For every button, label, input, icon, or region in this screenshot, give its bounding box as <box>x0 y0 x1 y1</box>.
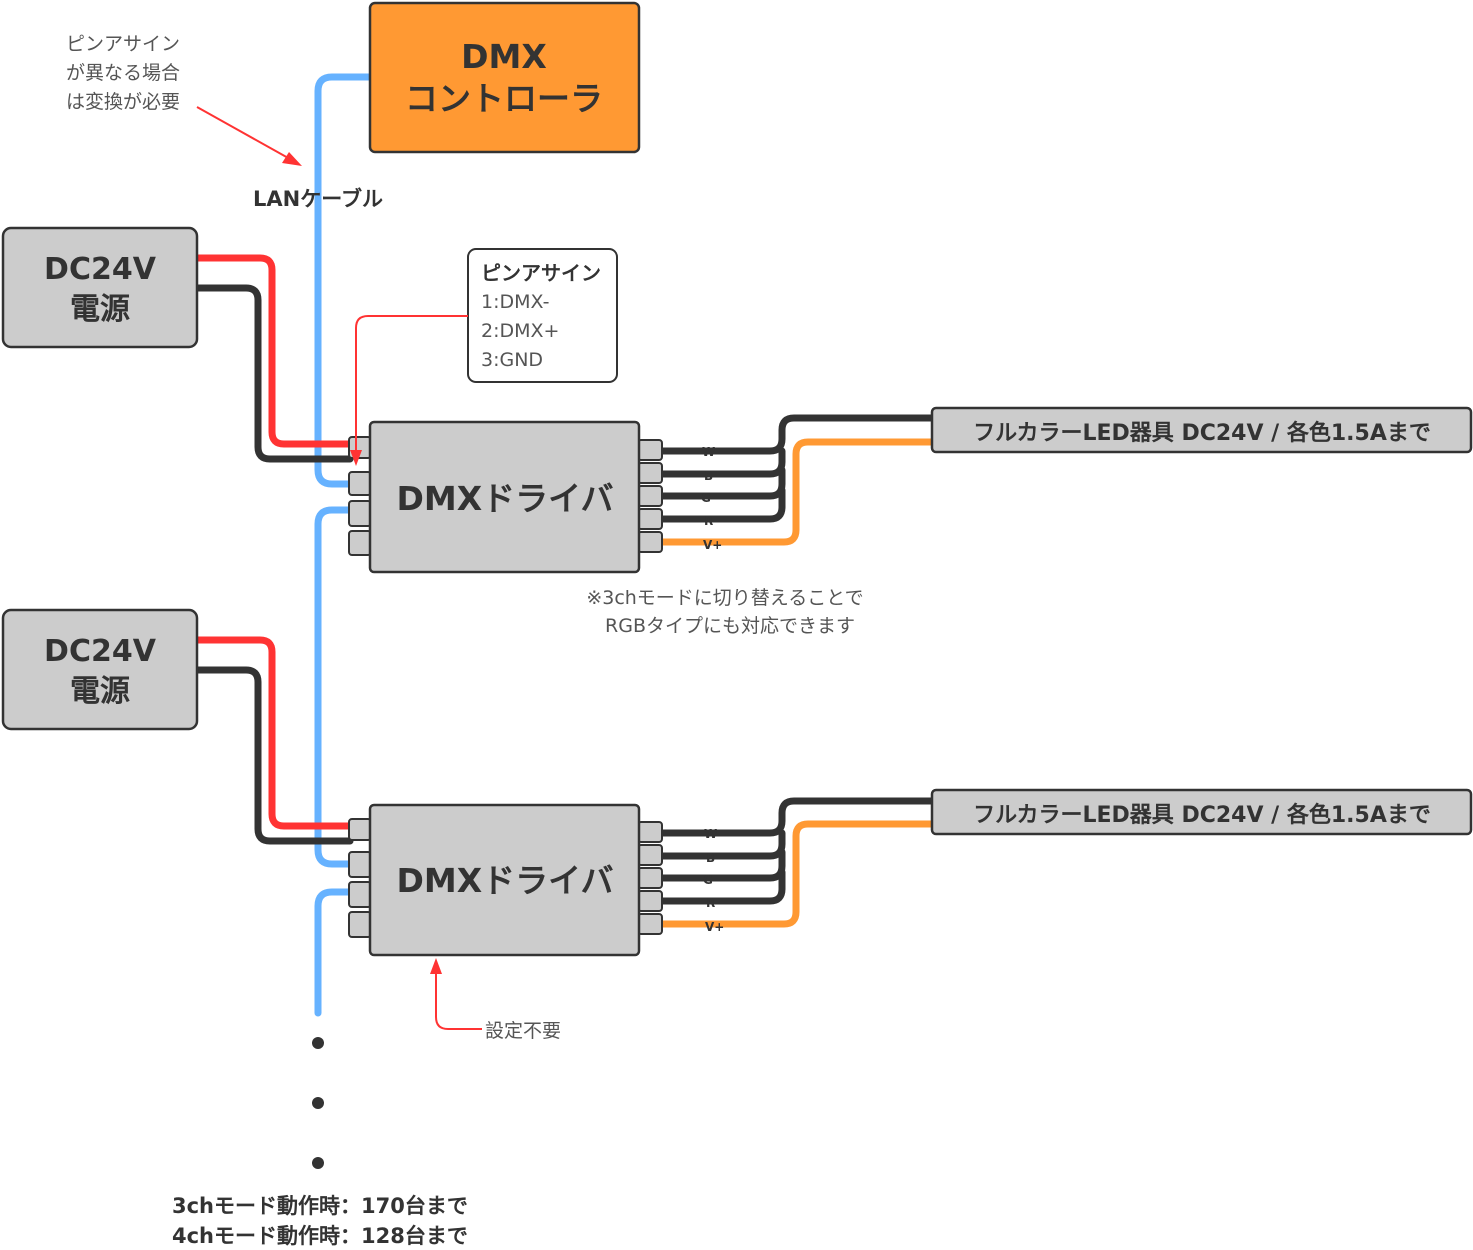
driver-1-input-port-2 <box>348 471 372 496</box>
driver-1-output-port-b <box>637 462 663 484</box>
continuation-dot-3 <box>312 1157 324 1169</box>
continuation-dots <box>312 1037 324 1169</box>
no-setting-arrowhead <box>430 958 442 974</box>
pin-conversion-note-line2: が異なる場合 <box>66 62 180 84</box>
no-setting-note: 設定不要 <box>430 958 561 1042</box>
dmx-driver-1: DMXドライバ <box>348 420 663 574</box>
output-wire-r-2 <box>658 868 786 905</box>
driver-2-input-port-1 <box>348 818 372 841</box>
pin-label-vplus-1: V+ <box>703 538 722 552</box>
lan-cable-driver-1-to-driver-2 <box>314 506 354 868</box>
capacity-notes: 3chモード動作時：170台まで 4chモード動作時：128台まで <box>172 1194 468 1248</box>
driver-1-output-port-r <box>637 508 663 530</box>
pin-conversion-arrowhead <box>282 152 302 166</box>
rgb-note: ※3chモードに切り替えることで RGBタイプにも対応できます <box>586 587 863 637</box>
lan-cable-label: LANケーブル <box>253 187 383 211</box>
pin-assign-arrowhead <box>350 450 362 466</box>
dmx-controller: DMX コントローラ <box>368 1 641 154</box>
power-wires <box>193 254 354 845</box>
output-wire-vplus-2 <box>658 820 936 928</box>
driver-1-output-port-vplus <box>637 531 663 553</box>
rgb-note-line2: RGBタイプにも対応できます <box>605 615 855 637</box>
output-wires-1 <box>658 414 936 546</box>
pin-label-vplus-2: V+ <box>705 920 724 934</box>
pin-assign-arrow-line <box>355 315 468 452</box>
dc-minus-wire-1 <box>193 284 354 463</box>
pin-assign-2: 2:DMX+ <box>481 320 559 342</box>
lan-cable-driver-2-to-next <box>314 888 354 1017</box>
no-setting-label: 設定不要 <box>485 1020 561 1042</box>
pin-assign-box: ピンアサイン 1:DMX- 2:DMX+ 3:GND <box>350 248 618 466</box>
pin-conversion-note-line1: ピンアサイン <box>66 33 180 55</box>
lan-cables <box>314 73 374 1017</box>
driver-2-input-port-3 <box>348 881 372 908</box>
pin-label-g-2: G <box>703 873 713 887</box>
driver-2-output-port-w <box>637 821 663 843</box>
pin-conversion-note-line3: は変換が必要 <box>66 91 180 113</box>
power-supply-1-line1: DC24V <box>44 252 157 287</box>
dc-plus-wire-2 <box>193 636 354 830</box>
driver-1-label: DMXドライバ <box>396 479 613 518</box>
controller-label-line1: DMX <box>461 37 547 76</box>
pin-label-w-2: W <box>704 827 717 841</box>
driver-2-input-port-4 <box>348 911 372 938</box>
pin-conversion-note: ピンアサイン が異なる場合 は変換が必要 <box>66 33 302 166</box>
driver-2-output-port-r <box>637 890 663 912</box>
power-supply-2-line1: DC24V <box>44 634 157 669</box>
driver-2-label: DMXドライバ <box>396 861 613 900</box>
driver-2-output-port-g <box>637 867 663 889</box>
driver-1-output-port-w <box>637 439 663 461</box>
led-fixture-1-label: フルカラーLED器具 DC24V / 各色1.5Aまで <box>973 420 1431 446</box>
capacity-line-1: 3chモード動作時：170台まで <box>172 1194 468 1218</box>
power-supply-2: DC24V 電源 <box>1 608 199 731</box>
pin-labels-1: W B G R V+ <box>701 445 722 552</box>
driver-2-input-port-2 <box>348 851 372 878</box>
output-wire-w-1 <box>658 414 936 455</box>
no-setting-arrow-line <box>435 972 482 1030</box>
driver-2-output-port-vplus <box>637 913 663 935</box>
pin-label-r-1: R <box>704 514 713 528</box>
continuation-dot-2 <box>312 1097 324 1109</box>
dc-plus-wire-1 <box>193 254 354 448</box>
power-supply-2-line2: 電源 <box>70 674 130 709</box>
output-wires-2 <box>658 797 936 928</box>
led-fixture-1: フルカラーLED器具 DC24V / 各色1.5Aまで <box>930 406 1473 454</box>
pin-assign-3: 3:GND <box>481 349 543 371</box>
driver-1-output-port-g <box>637 485 663 507</box>
driver-2-output-port-b <box>637 844 663 866</box>
driver-1-input-port-4 <box>348 530 372 556</box>
rgb-note-line1: ※3chモードに切り替えることで <box>586 587 863 609</box>
led-fixture-2: フルカラーLED器具 DC24V / 各色1.5Aまで <box>930 788 1473 836</box>
pin-assign-title: ピンアサイン <box>481 261 601 285</box>
controller-label-line2: コントローラ <box>405 79 603 118</box>
pin-label-b-1: B <box>704 469 713 483</box>
lan-cable-controller-to-driver-1 <box>314 73 374 488</box>
pin-assign-1: 1:DMX- <box>481 291 549 313</box>
pin-label-r-2: R <box>706 896 715 910</box>
output-wire-w-2 <box>658 797 936 837</box>
pin-labels-2: W B G R V+ <box>703 827 724 934</box>
output-wire-vplus-1 <box>658 438 936 546</box>
power-supply-1: DC24V 電源 <box>1 226 199 349</box>
capacity-line-2: 4chモード動作時：128台まで <box>172 1224 468 1248</box>
dmx-driver-2: DMXドライバ <box>348 803 663 957</box>
pin-label-b-2: B <box>706 851 715 865</box>
pin-label-w-1: W <box>702 445 715 459</box>
driver-1-input-port-3 <box>348 500 372 527</box>
continuation-dot-1 <box>312 1037 324 1049</box>
dc-minus-wire-2 <box>193 666 354 845</box>
output-wire-r-1 <box>658 486 786 523</box>
led-fixture-2-label: フルカラーLED器具 DC24V / 各色1.5Aまで <box>973 802 1431 828</box>
pin-label-g-1: G <box>701 491 711 505</box>
power-supply-1-line2: 電源 <box>70 292 130 327</box>
pin-conversion-arrow-line <box>196 106 291 160</box>
